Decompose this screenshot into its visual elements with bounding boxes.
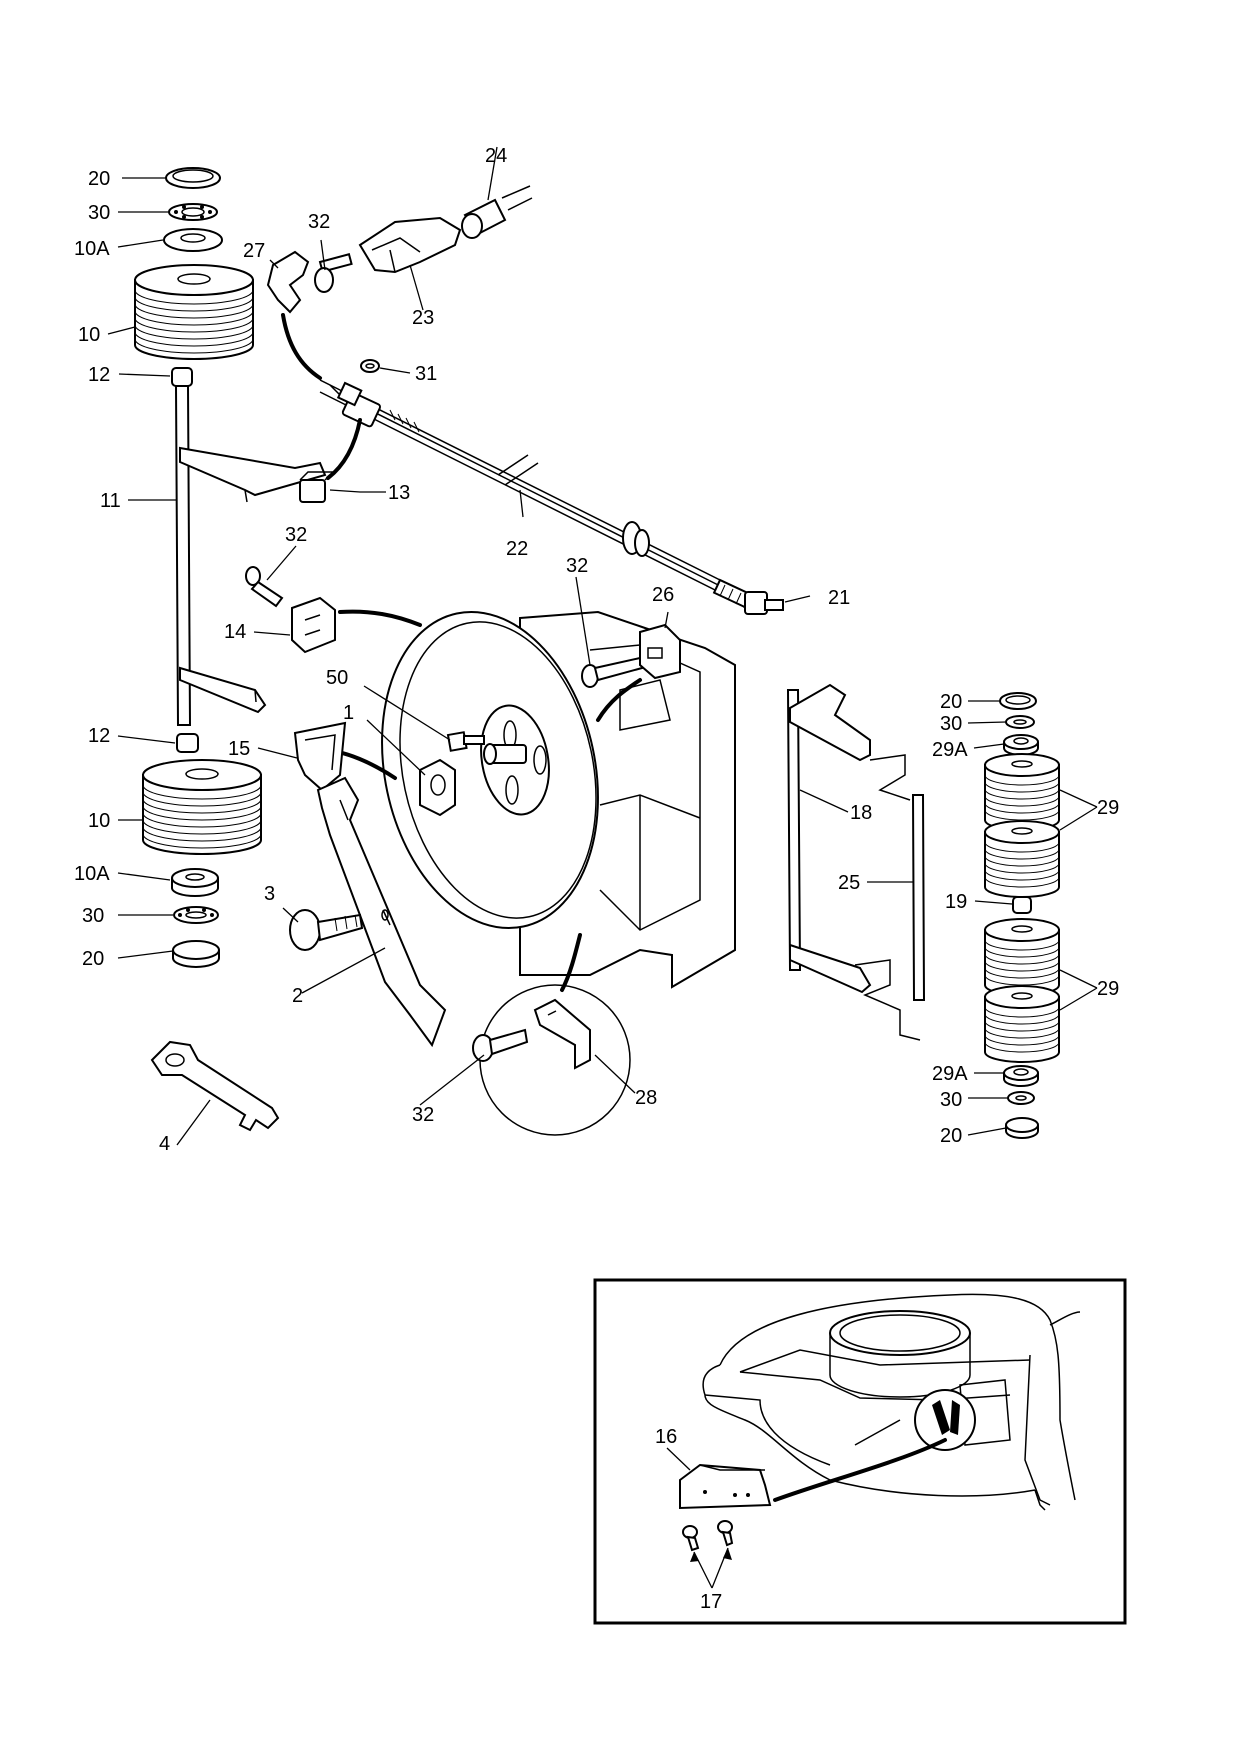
callout-12-top: 12: [88, 364, 110, 386]
callout-20-bottom-right: 20: [940, 1125, 962, 1147]
bearing-30-bottom-left: [173, 906, 219, 924]
rod-11: [174, 385, 327, 726]
adaptor-1: [419, 758, 456, 817]
belt-ring: [829, 1310, 971, 1398]
screw-32-handle: [314, 253, 353, 293]
callout-2: 2: [292, 985, 303, 1007]
callout-19: 19: [945, 891, 967, 913]
washer-10a-top-left: [163, 228, 223, 252]
callout-10-bottom-left: 10: [88, 810, 110, 832]
callout-26: 26: [652, 584, 674, 606]
cap-20-bottom-left: [172, 940, 220, 968]
bracket-14: [291, 596, 336, 654]
callout-31: 31: [415, 363, 437, 385]
callout-10a-top-left: 10A: [74, 238, 110, 260]
spring-29-lower: [984, 918, 1060, 1063]
callout-17: 17: [700, 1591, 722, 1613]
callout-16: 16: [655, 1426, 677, 1448]
callout-32-c: 32: [566, 555, 588, 577]
callout-29-b: 29: [1097, 978, 1119, 1000]
callout-10-top-left: 10: [78, 324, 100, 346]
callout-20-top-left: 20: [88, 168, 110, 190]
callout-18: 18: [850, 802, 872, 824]
bolt-3: [289, 909, 364, 951]
callout-12-bottom: 12: [88, 725, 110, 747]
callout-24: 24: [485, 145, 507, 167]
callout-30-top-right: 30: [940, 713, 962, 735]
callout-29-a: 29: [1097, 797, 1119, 819]
screw-32-inset: [472, 1028, 529, 1062]
callout-30-bottom-right: 30: [940, 1089, 962, 1111]
callout-4: 4: [159, 1133, 170, 1155]
nut-31: [360, 359, 380, 373]
callout-1: 1: [343, 702, 354, 724]
callout-32-d: 32: [412, 1104, 434, 1126]
callout-11: 11: [100, 490, 121, 512]
plate-16: [679, 1463, 772, 1510]
bolt-50: [446, 731, 485, 752]
callout-20-top-right: 20: [940, 691, 962, 713]
rod-25: [911, 794, 926, 1001]
mower-deck: [323, 609, 736, 992]
blade-2: [316, 776, 447, 1048]
rod-18: [786, 683, 872, 994]
callout-32-b: 32: [285, 524, 307, 546]
bracket-26: [639, 623, 681, 680]
right-height-adjuster: [786, 683, 1060, 1139]
spring-29-upper: [984, 753, 1060, 898]
bearing-30-top-right: [1005, 715, 1035, 729]
detail-inset-box: [593, 1278, 1127, 1625]
leader-lines: [107, 146, 1098, 1589]
bracket-15: [293, 721, 347, 792]
callout-labels: 20 30 10A 10 12 11 12 10 10A 30 20 24 32…: [74, 145, 1119, 1613]
spring-10-bottom-left: [142, 759, 262, 855]
washer-29a-bottom: [1003, 1065, 1039, 1087]
grip-23: [358, 216, 462, 274]
callout-10a-bottom-left: 10A: [74, 863, 110, 885]
cap-20-top-right: [999, 692, 1037, 710]
callout-22: 22: [506, 538, 528, 560]
callout-29a-top: 29A: [932, 739, 968, 761]
callout-25: 25: [838, 872, 860, 894]
plug-24: [461, 185, 533, 239]
left-height-adjuster: [134, 167, 327, 968]
callout-50: 50: [326, 667, 348, 689]
bush-12-bottom: [176, 733, 199, 753]
bearing-30-top-left: [168, 203, 218, 221]
callout-15: 15: [228, 738, 250, 760]
callout-3: 3: [264, 883, 275, 905]
washer-10a-bottom-left: [171, 868, 219, 897]
hub: [480, 704, 550, 816]
bracket-28: [533, 998, 591, 1070]
cap-20-top-left: [165, 167, 221, 189]
washer-29a-top: [1003, 734, 1039, 756]
bearing-30-bottom-right: [1007, 1091, 1035, 1105]
callout-32-a: 32: [308, 211, 330, 233]
cable-end-21: [712, 578, 784, 615]
callout-28: 28: [635, 1087, 657, 1109]
callout-13: 13: [388, 482, 410, 504]
screw-32-left: [245, 566, 284, 608]
callout-30-top-left: 30: [88, 202, 110, 224]
callout-30-bottom-left: 30: [82, 905, 104, 927]
spanner-4: [150, 1040, 280, 1132]
cap-20-bottom-right: [1005, 1117, 1039, 1139]
callout-23: 23: [412, 307, 434, 329]
handle-27: [266, 250, 310, 314]
inset-28: [472, 984, 631, 1136]
clip-13: [299, 418, 362, 503]
callout-27: 27: [243, 240, 265, 262]
left-small-parts: [150, 566, 447, 1132]
bush-19: [1012, 896, 1032, 914]
callout-14: 14: [224, 621, 246, 643]
adjuster-13: [336, 381, 420, 433]
callout-29a-bottom: 29A: [932, 1063, 968, 1085]
bush-12-top: [171, 367, 193, 387]
callout-20-bottom-left: 20: [82, 948, 104, 970]
spring-10-top-left: [134, 264, 254, 360]
cable-assembly: [266, 185, 784, 615]
screws-17: [682, 1520, 734, 1552]
callout-21: 21: [828, 587, 850, 609]
